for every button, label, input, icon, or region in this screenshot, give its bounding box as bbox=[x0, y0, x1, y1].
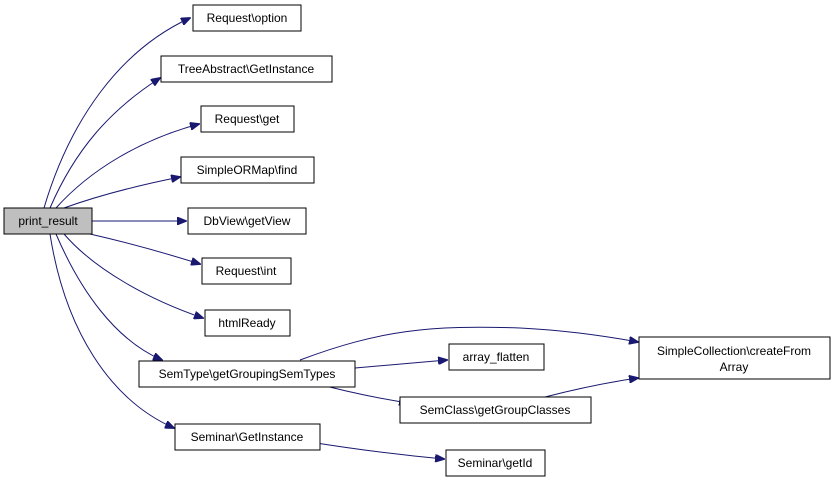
node-simplecollection-create[interactable]: SimpleCollection\createFrom Array bbox=[638, 336, 831, 380]
node-label: TreeAbstract\GetInstance bbox=[178, 62, 315, 76]
node-semtype-grouping[interactable]: SemType\getGroupingSemTypes bbox=[138, 360, 356, 388]
node-label: print_result bbox=[18, 214, 78, 228]
node-request-option[interactable]: Request\option bbox=[192, 4, 302, 32]
node-request-int[interactable]: Request\int bbox=[201, 257, 292, 285]
node-seminar-getid[interactable]: Seminar\getId bbox=[445, 449, 546, 477]
node-print-result[interactable]: print_result bbox=[3, 207, 93, 235]
edge-print-result-to-semtype-grouping bbox=[55, 233, 162, 360]
edge-print-result-to-tree-getinstance bbox=[49, 78, 160, 209]
node-array-flatten[interactable]: array_flatten bbox=[448, 343, 545, 371]
edge-print-result-to-request-get bbox=[55, 124, 199, 209]
node-label-line-1: SimpleCollection\createFrom bbox=[657, 344, 811, 358]
edge-print-result-to-request-option bbox=[43, 18, 190, 209]
node-dbview-getview[interactable]: DbView\getView bbox=[187, 207, 307, 235]
node-htmlready[interactable]: htmlReady bbox=[204, 309, 291, 337]
edge-semclass-to-simplecollection bbox=[544, 378, 638, 398]
edge-seminar-getinstance-to-getid bbox=[309, 441, 444, 459]
node-label: Request\option bbox=[207, 11, 288, 25]
node-label: array_flatten bbox=[463, 350, 530, 364]
node-label: SimpleORMap\find bbox=[197, 163, 298, 177]
node-label: Request\get bbox=[215, 112, 280, 126]
node-label: SemClass\getGroupClasses bbox=[420, 403, 571, 417]
node-label-line-2: Array bbox=[720, 360, 749, 374]
node-request-get[interactable]: Request\get bbox=[200, 105, 295, 133]
edge-semtype-to-simplecollection bbox=[299, 326, 638, 361]
edges bbox=[43, 18, 638, 459]
edge-semtype-to-array-flatten bbox=[354, 360, 447, 369]
edge-print-result-to-request-int bbox=[89, 233, 200, 264]
node-label: htmlReady bbox=[218, 316, 275, 330]
node-label: DbView\getView bbox=[204, 214, 291, 228]
node-seminar-getinstance[interactable]: Seminar\GetInstance bbox=[174, 423, 321, 451]
node-semclass-groupclasses[interactable]: SemClass\getGroupClasses bbox=[399, 396, 592, 424]
edge-print-result-to-sorm-find bbox=[63, 177, 180, 209]
edge-print-result-to-htmlready bbox=[63, 233, 203, 318]
node-label: Seminar\GetInstance bbox=[191, 430, 304, 444]
edge-print-result-to-seminar-getinstance bbox=[49, 233, 174, 428]
node-label: Seminar\getId bbox=[458, 456, 533, 470]
node-tree-getinstance[interactable]: TreeAbstract\GetInstance bbox=[160, 55, 333, 83]
node-label: SemType\getGroupingSemTypes bbox=[159, 367, 336, 381]
node-label: Request\int bbox=[216, 264, 277, 278]
node-sorm-find[interactable]: SimpleORMap\find bbox=[180, 156, 315, 184]
